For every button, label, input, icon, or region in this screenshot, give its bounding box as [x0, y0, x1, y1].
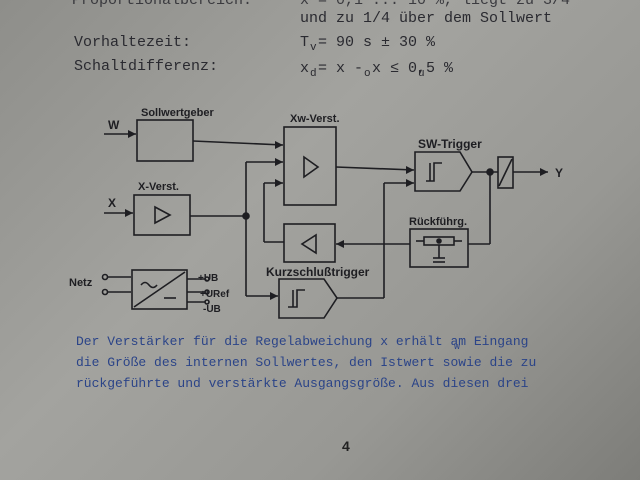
proportionalbereich-label: Proportionalbereich: [72, 0, 253, 9]
kurzschlusstrigger-label: Kurzschlußtrigger [266, 265, 370, 279]
proportionalbereich-value: x = 0,1 ... 10 %, liegt zu 3/4 [300, 0, 571, 9]
body-line-2: die Größe des internen Sollwertes, den I… [76, 355, 537, 370]
xw-verst-label: Xw-Verst. [290, 113, 340, 125]
supply-uref-label: +URef [200, 289, 230, 300]
output-y-label: Y [555, 166, 563, 180]
schaltdifferenz-sub-o: o [364, 68, 371, 80]
vorhaltezeit-label: Vorhaltezeit: [74, 34, 192, 51]
vorhaltezeit-value: T = 90 s ± 30 % [300, 34, 436, 51]
supply-ub-pos-label: +UB [198, 273, 218, 284]
schaltdifferenz-label: Schaltdifferenz: [74, 58, 219, 75]
vorhaltezeit-subscript: v [310, 42, 317, 54]
input-netz-label: Netz [69, 277, 93, 289]
input-w-label: W [108, 118, 120, 132]
supply-ub-neg-label: -UB [203, 304, 221, 315]
schaltdifferenz-sub-u: u [418, 68, 425, 80]
sollwertgeber-label: Sollwertgeber [141, 107, 214, 119]
x-verst-label: X-Verst. [138, 181, 179, 193]
body-line-1: Der Verstärker für die Regelabweichung x… [76, 334, 529, 349]
schaltdifferenz-value: x = x - x ≤ 0,5 % [300, 60, 454, 77]
proportionalbereich-continuation: und zu 1/4 über dem Sollwert [300, 10, 553, 27]
page-number: 4 [342, 438, 350, 454]
schaltdifferenz-sub-d: d [310, 68, 317, 80]
input-x-label: X [108, 196, 116, 210]
rueckfuehrg-label: Rückführg. [409, 216, 467, 228]
body-line-3: rückgeführte und verstärkte Ausgangsgröß… [76, 376, 529, 391]
sw-trigger-label: SW-Trigger [418, 137, 482, 151]
body-line-1-subscript: w [454, 342, 461, 353]
